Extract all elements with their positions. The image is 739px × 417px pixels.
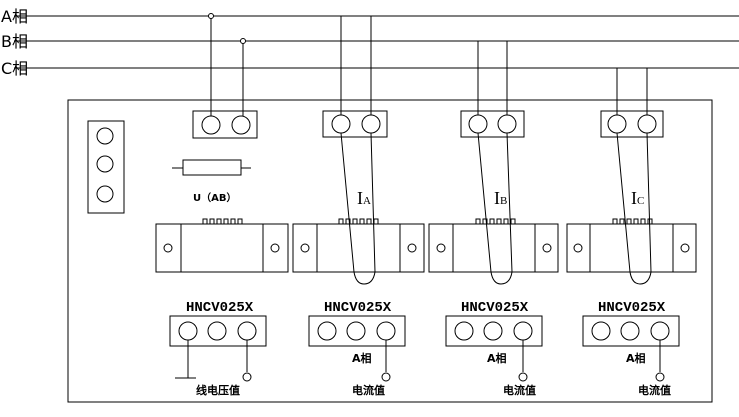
enclosure-box xyxy=(67,99,713,403)
ct-c-loop-wire xyxy=(616,132,652,285)
transformer-c xyxy=(566,218,697,273)
ct-b-loop-wire xyxy=(477,132,513,285)
module-3-model-label: HNCV025X xyxy=(461,300,529,316)
module-1-model-label: HNCV025X xyxy=(186,300,254,316)
ct-a-terminal-block xyxy=(322,110,388,138)
phase-b-label: B相 xyxy=(1,32,28,51)
output-module-2 xyxy=(308,315,406,347)
module-4-model-label: HNCV025X xyxy=(598,300,666,316)
module-1-output-pin xyxy=(242,372,252,382)
ct-c-terminal-block xyxy=(600,110,664,138)
current-b-label: IB xyxy=(494,188,507,208)
transformer-voltage xyxy=(155,218,289,273)
voltage-resistor xyxy=(172,159,251,176)
phase-a-label: A相 xyxy=(1,7,28,26)
module-4-output-pin xyxy=(655,372,665,382)
ct-a-loop-wire xyxy=(340,132,376,285)
voltage-resistor-label: U（AB） xyxy=(193,191,236,204)
module-3-output-label: 电流值 xyxy=(503,383,536,397)
current-c-label: IC xyxy=(631,188,644,208)
output-module-1 xyxy=(169,315,267,347)
junction-b-dot xyxy=(240,38,246,44)
module-1-output-label: 线电压值 xyxy=(196,383,240,397)
transformer-a xyxy=(292,218,425,273)
module-4-phase-label: A相 xyxy=(626,351,646,365)
module-2-output-label: 电流值 xyxy=(352,383,385,397)
current-a-label: IA xyxy=(357,188,371,208)
module-4-output-label: 电流值 xyxy=(638,383,671,397)
voltage-terminal-block xyxy=(192,110,258,139)
junction-a-dot xyxy=(208,13,214,19)
module-3-phase-label: A相 xyxy=(487,351,507,365)
module-2-output-pin xyxy=(381,372,391,382)
phase-c-label: C相 xyxy=(1,59,28,78)
module-3-output-pin xyxy=(518,372,528,382)
output-module-3 xyxy=(445,315,543,347)
transformer-b xyxy=(428,218,559,273)
module-2-phase-label: A相 xyxy=(352,351,372,365)
module-2-model-label: HNCV025X xyxy=(324,300,392,316)
left-terminal-block xyxy=(87,120,125,214)
output-module-4 xyxy=(582,315,680,347)
ct-b-terminal-block xyxy=(460,110,525,138)
